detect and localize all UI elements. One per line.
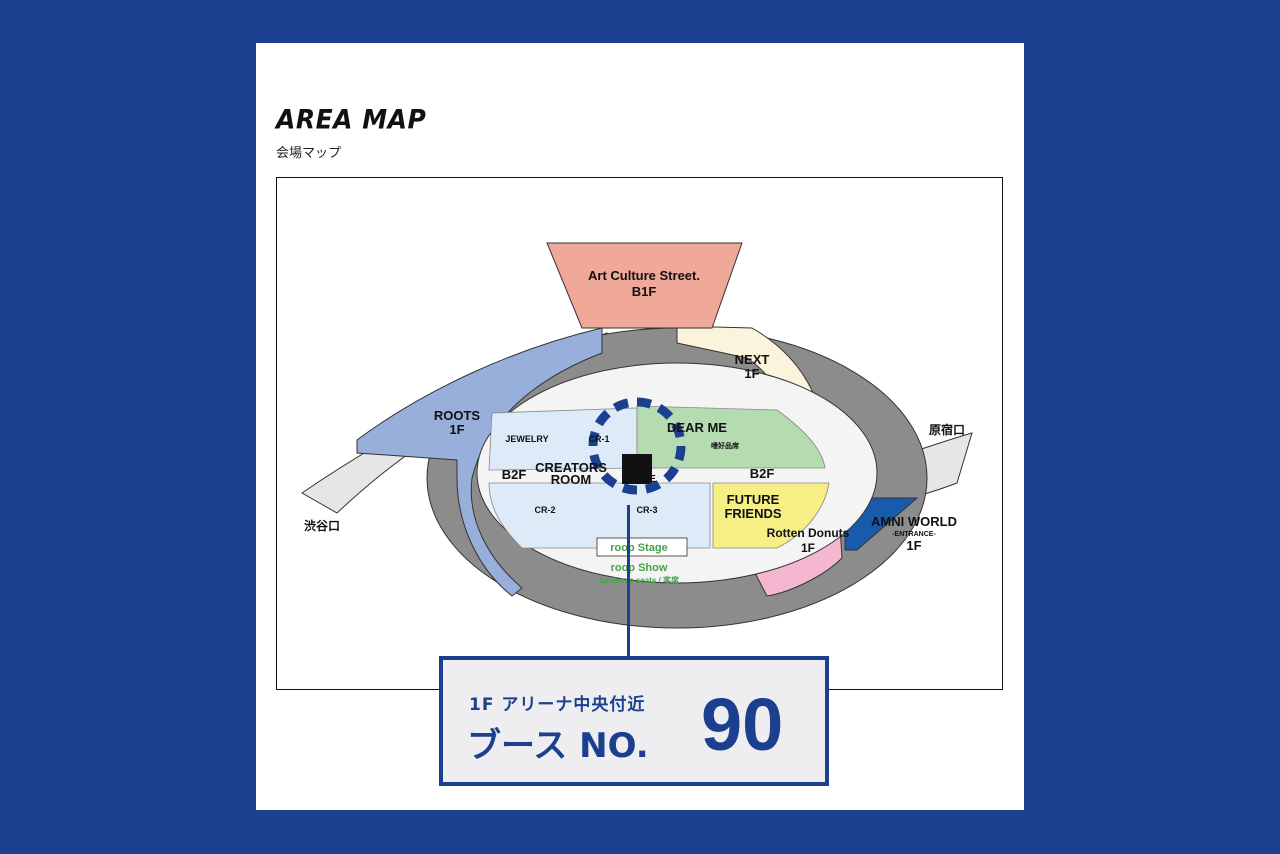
future-friends-area	[712, 482, 830, 549]
art-culture-area	[546, 242, 743, 329]
roop-stage-label: roop Stage	[610, 542, 667, 554]
b2f-left-label: B2F	[502, 467, 527, 482]
booth-info-box: 1F アリーナ中央付近 ブース NO. 90	[439, 656, 829, 786]
next-label: NEXT	[735, 352, 770, 367]
audience-seats-label: audience seats / 客席	[599, 575, 679, 585]
booth-number: 90	[701, 683, 784, 766]
amni-world-label: AMNI WORLD	[871, 514, 957, 529]
roots-area	[356, 327, 603, 597]
booth-label: ブース NO.	[467, 726, 649, 766]
future-friends-label-1: FUTURE	[727, 492, 780, 507]
creators-room-label-1: CREATORS	[535, 460, 607, 475]
next-floor-label: 1F	[744, 366, 759, 381]
b2f-right-label: B2F	[750, 466, 775, 481]
roots-floor-label: 1F	[449, 422, 464, 437]
roots-label: ROOTS	[434, 408, 481, 423]
rotten-donuts-floor-label: 1F	[801, 541, 815, 555]
page-subtitle: 会場マップ	[276, 146, 342, 161]
dear-me-label: DEAR ME	[667, 420, 727, 435]
page-title: AREA MAP	[276, 104, 427, 135]
art-culture-floor-label: B1F	[632, 284, 657, 299]
venue-map: Art Culture Street. B1F NEXT 1F ROOTS 1F…	[276, 177, 1003, 690]
area-map-card: AREA MAP 会場マップ	[256, 43, 1024, 810]
shibuya-gate-label: 渋谷口	[304, 518, 340, 533]
dear-me-sub-label: 嗜好品席	[711, 441, 739, 450]
cr3-label: CR-3	[636, 505, 657, 515]
booth-location: 1F アリーナ中央付近	[469, 695, 646, 715]
main-stage-label-2: STAGE	[622, 474, 656, 485]
rotten-donuts-label: Rotten Donuts	[767, 526, 850, 540]
roop-show-label: roop Show	[611, 562, 668, 574]
main-stage-label-1: MAIN	[626, 462, 652, 473]
cr1-label: CR-1	[588, 434, 609, 444]
amni-world-floor-label: 1F	[906, 538, 921, 553]
creators-room-label-2: ROOM	[551, 472, 591, 487]
art-culture-label: Art Culture Street.	[588, 268, 700, 283]
main-stage-block	[622, 454, 652, 484]
booth-pointer-line	[627, 505, 630, 657]
future-friends-label-2: FRIENDS	[724, 506, 781, 521]
roop-stage-block	[596, 537, 688, 557]
amni-world-sub-label: -ENTRANCE-	[892, 531, 936, 538]
jewelry-label: JEWELRY	[505, 434, 548, 444]
cr2-label: CR-2	[534, 505, 555, 515]
harajuku-gate-label: 原宿口	[929, 422, 965, 437]
venue-map-drawing: Art Culture Street. B1F NEXT 1F ROOTS 1F…	[301, 242, 973, 629]
booth-target-circle	[588, 397, 686, 495]
